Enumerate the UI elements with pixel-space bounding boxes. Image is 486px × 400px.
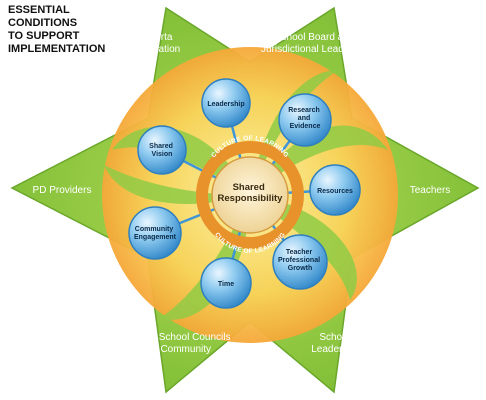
label-school-board: School Board and Jurisdictional Leadersh… bbox=[261, 32, 372, 55]
svg-text:Resources: Resources bbox=[317, 188, 353, 195]
svg-text:Time: Time bbox=[218, 281, 234, 288]
title-line: IMPLEMENTATION bbox=[8, 43, 106, 55]
condition-resources: Resources bbox=[309, 164, 361, 216]
condition-teacher-growth: Teacher Professional Growth bbox=[272, 234, 328, 290]
title-line: TO SUPPORT bbox=[8, 30, 80, 42]
condition-research-evidence: Research and Evidence bbox=[278, 93, 332, 147]
label-parents-community: Parents, School Councils and Community bbox=[119, 332, 234, 355]
svg-text:Teacher Professional: Teacher Professional Growth bbox=[278, 249, 322, 272]
label-pd-providers: PD Providers bbox=[33, 185, 92, 196]
condition-leadership: Leadership bbox=[201, 78, 251, 128]
center-label: Shared Responsibility bbox=[218, 182, 284, 204]
svg-text:Research and Evide: Research and Evidence bbox=[288, 107, 321, 130]
label-alberta-education: Alberta Education bbox=[136, 32, 180, 55]
condition-shared-vision: Shared Vision bbox=[137, 125, 187, 175]
svg-text:Community Engagement: Community Engagement bbox=[134, 226, 177, 241]
condition-time: Time bbox=[200, 257, 252, 309]
title-line: CONDITIONS bbox=[8, 17, 78, 29]
svg-text:Shared Vision: Shared Vision bbox=[149, 143, 175, 158]
center-circle bbox=[211, 156, 289, 234]
condition-community-engagement: Community Engagement bbox=[128, 206, 182, 260]
label-teachers: Teachers bbox=[410, 185, 451, 196]
title-line: ESSENTIAL bbox=[8, 4, 70, 16]
label-school-leadership: School Leadership bbox=[311, 332, 361, 355]
culture-ring bbox=[196, 141, 304, 249]
diagram-title: ESSENTIAL CONDITIONS TO SUPPORT IMPLEMEN… bbox=[8, 4, 138, 56]
svg-text:Leadership: Leadership bbox=[207, 101, 244, 108]
